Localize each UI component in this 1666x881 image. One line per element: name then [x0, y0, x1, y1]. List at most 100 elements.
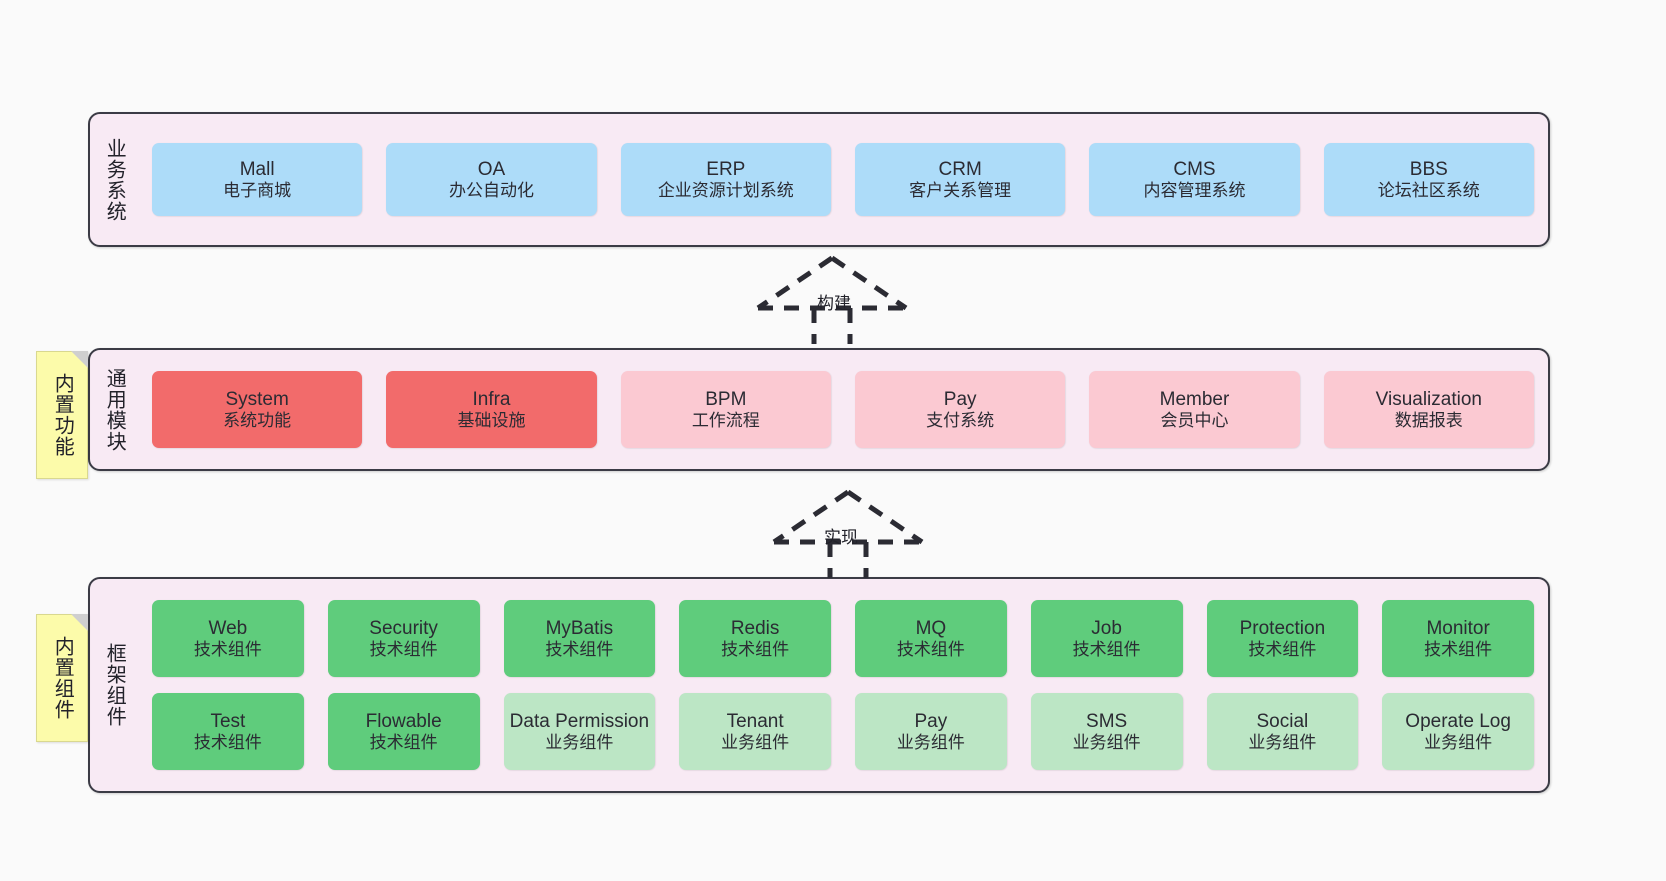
component-card-desc: 技术组件: [193, 732, 262, 752]
component-card-desc: 工作流程: [691, 410, 760, 430]
component-card-name: Operate Log: [1405, 710, 1511, 732]
component-card-desc: 技术组件: [1424, 639, 1493, 659]
component-card-name: BBS: [1409, 158, 1448, 180]
sticky-note-label: 内置功能: [51, 373, 74, 457]
component-card-desc: 论坛社区系统: [1377, 180, 1480, 200]
component-card-desc: 会员中心: [1160, 410, 1229, 430]
component-card-desc: 业务组件: [721, 732, 790, 752]
component-card-name: BPM: [705, 388, 747, 410]
component-card-name: ERP: [706, 158, 746, 180]
component-card-desc: 技术组件: [369, 732, 438, 752]
arrow-implement: [772, 489, 924, 578]
sticky-note-builtin-components[interactable]: 内置组件: [36, 614, 88, 742]
component-card-desc: 技术组件: [369, 639, 438, 659]
component-card-name: MyBatis: [545, 617, 614, 639]
sticky-note-builtin-functions[interactable]: 内置功能: [36, 351, 88, 479]
component-card-desc: 技术组件: [896, 639, 965, 659]
component-card-name: Member: [1159, 388, 1230, 410]
component-card-desc: 企业资源计划系统: [657, 180, 794, 200]
component-card-name: Visualization: [1375, 388, 1482, 410]
component-card-desc: 业务组件: [1248, 732, 1317, 752]
arrow-build-label: 构建: [817, 294, 851, 313]
component-card-name: Tenant: [726, 710, 784, 732]
component-card-desc: 支付系统: [926, 410, 995, 430]
component-card-desc: 办公自动化: [448, 180, 534, 200]
component-card-name: CRM: [938, 158, 982, 180]
component-card-name: Data Permission: [509, 710, 650, 732]
sticky-note-label: 内置组件: [51, 636, 74, 720]
component-card-name: Infra: [472, 388, 511, 410]
component-card-desc: 技术组件: [721, 639, 790, 659]
component-card-name: Protection: [1239, 617, 1326, 639]
component-card-name: MQ: [915, 617, 947, 639]
component-card-name: Pay: [943, 388, 977, 410]
component-card-name: CMS: [1173, 158, 1216, 180]
component-card-desc: 技术组件: [193, 639, 262, 659]
arrow-implement-label: 实现: [824, 528, 858, 547]
component-card-name: Job: [1091, 617, 1122, 639]
component-card-desc: 技术组件: [1248, 639, 1317, 659]
component-card-name: SMS: [1086, 710, 1128, 732]
component-card-desc: 技术组件: [1072, 639, 1141, 659]
component-card-name: Web: [208, 617, 248, 639]
layer-title-modules: 通用模块: [103, 367, 126, 452]
component-card-desc: 业务组件: [896, 732, 965, 752]
component-card-name: Social: [1256, 710, 1309, 732]
component-card-desc: 数据报表: [1394, 410, 1463, 430]
component-card-desc: 内容管理系统: [1143, 180, 1246, 200]
arrow-build: [756, 255, 908, 344]
component-card-desc: 业务组件: [1072, 732, 1141, 752]
component-card-name: OA: [477, 158, 506, 180]
component-card-desc: 电子商城: [223, 180, 292, 200]
component-card-desc: 业务组件: [545, 732, 614, 752]
layer-title-business: 业务系统: [103, 137, 126, 222]
component-card-desc: 业务组件: [1424, 732, 1493, 752]
component-card-desc: 技术组件: [545, 639, 614, 659]
component-card-desc: 基础设施: [457, 410, 526, 430]
layer-title-frame: 框架组件: [103, 643, 126, 727]
component-card-name: Mall: [239, 158, 275, 180]
component-card-name: Monitor: [1426, 617, 1490, 639]
component-card-desc: 客户关系管理: [909, 180, 1012, 200]
component-card-name: Security: [369, 617, 438, 639]
component-card-name: Flowable: [365, 710, 442, 732]
